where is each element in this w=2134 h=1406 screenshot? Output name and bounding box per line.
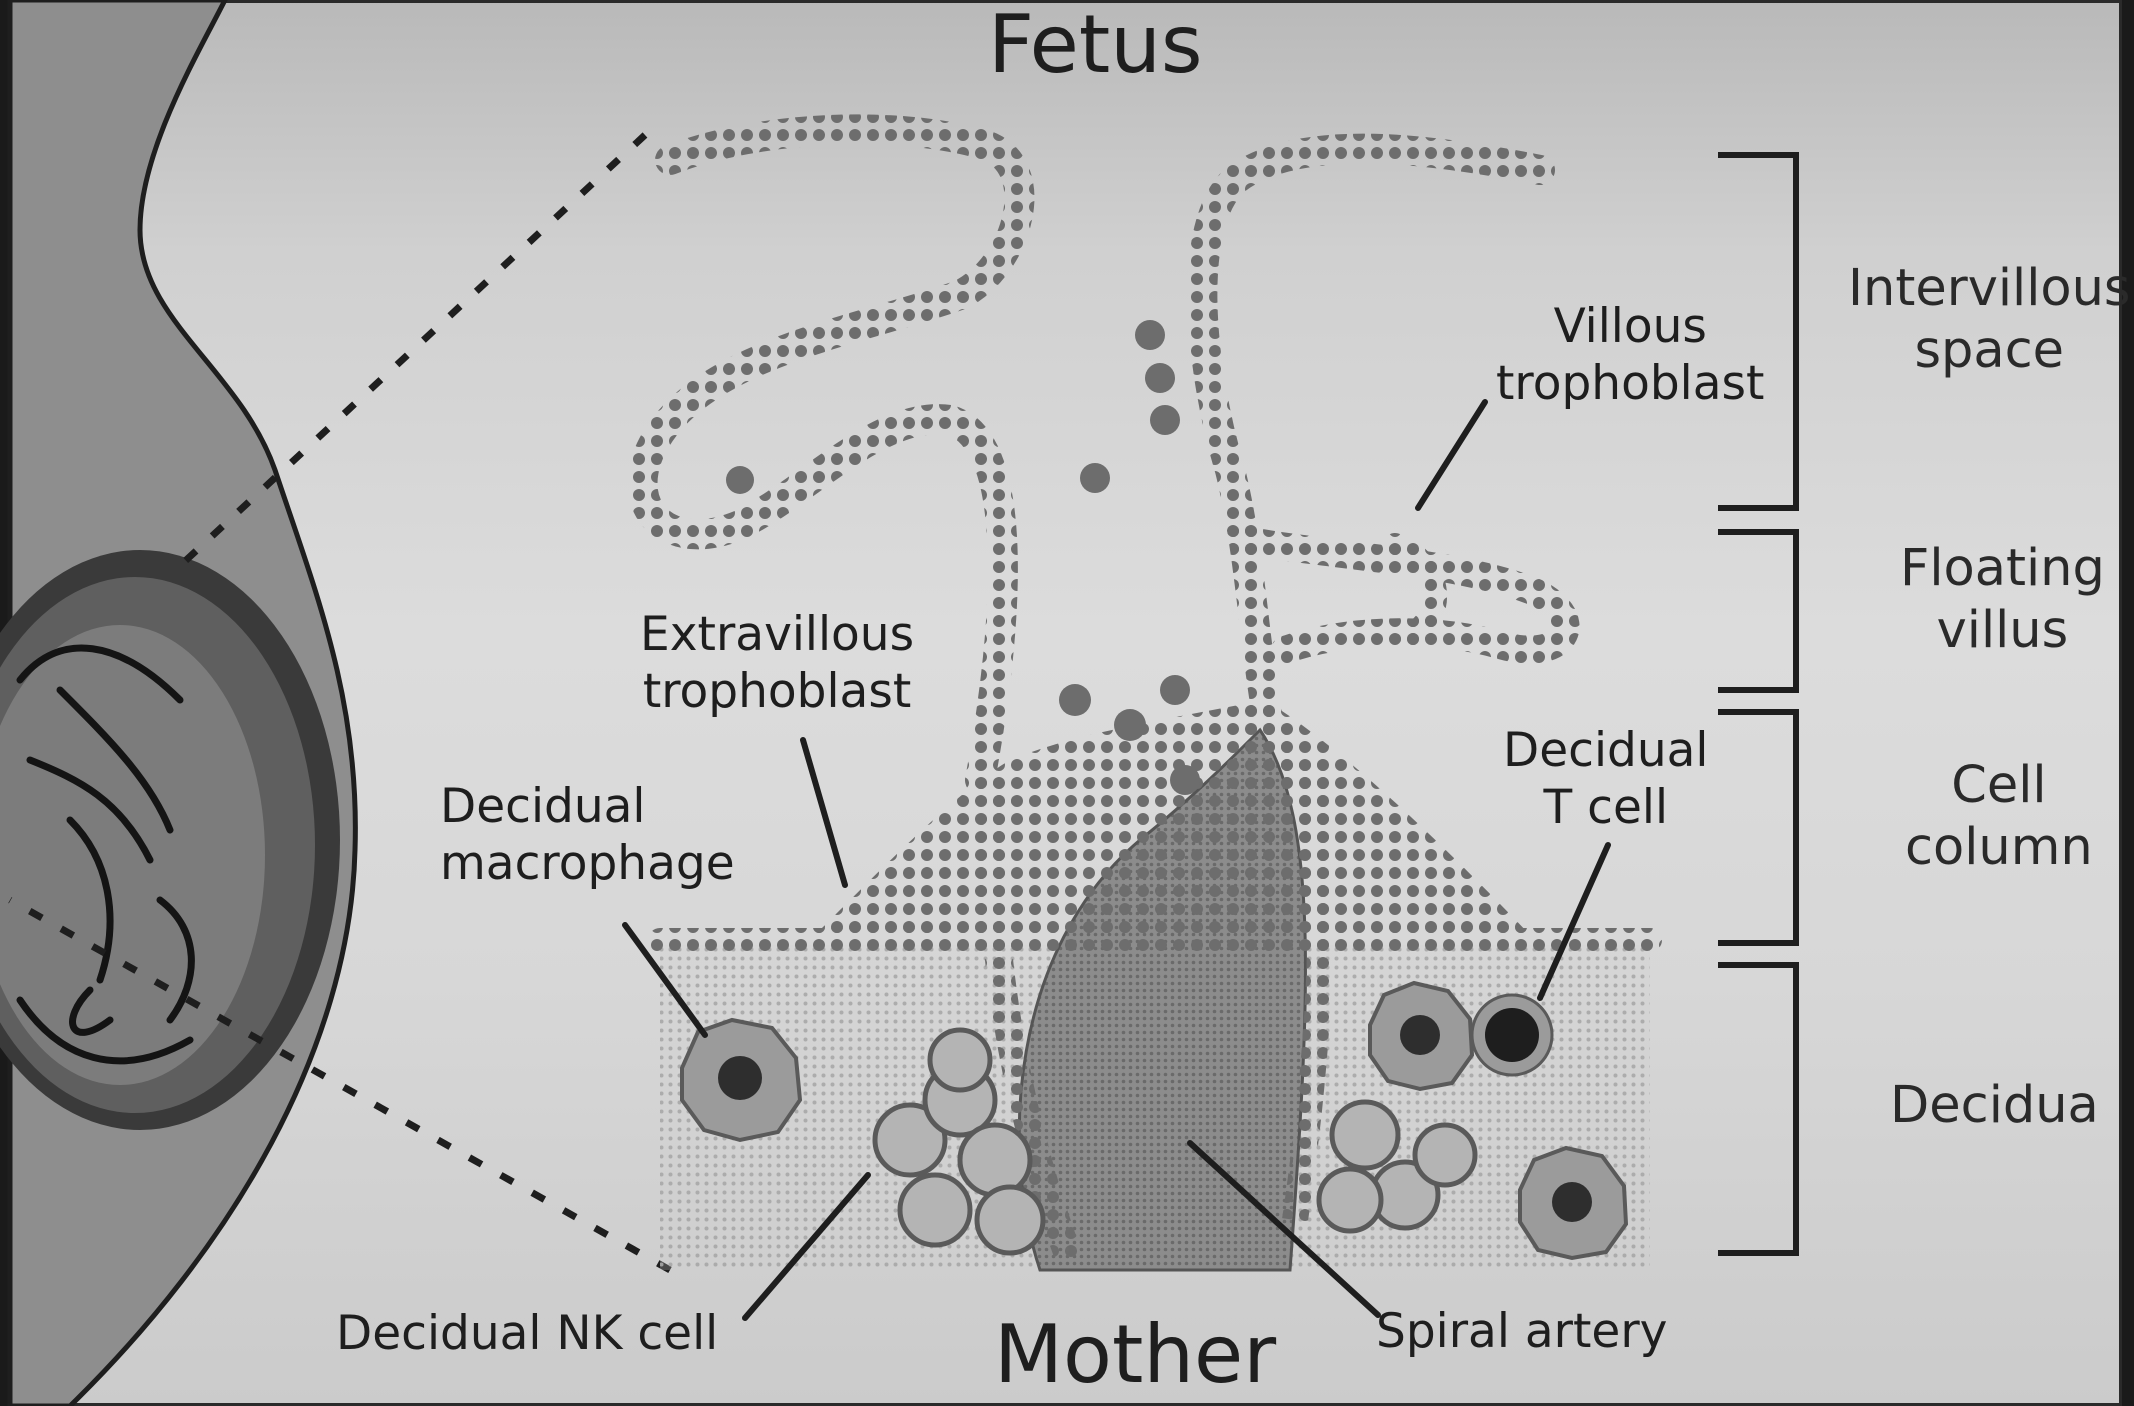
decidua-label: Decidua (1890, 1075, 2099, 1137)
floating-villus-label: Floating villus (1900, 538, 2105, 662)
floating-villus-label-line2: villus (1900, 600, 2105, 662)
mother-label: Mother (994, 1306, 1276, 1404)
floating-villus-label-line1: Floating (1900, 538, 2105, 600)
villous-trophoblast-label-line1: Villous (1496, 298, 1764, 355)
decidual-t-cell (1472, 995, 1552, 1075)
decidual-macrophage-label-line2: macrophage (440, 835, 735, 892)
intervillous-space-label: Intervillous space (1848, 258, 2131, 382)
decidual-macrophage-label: Decidual macrophage (440, 778, 735, 893)
decidual-macrophage-label-line1: Decidual (440, 778, 735, 835)
cell-column-label-line1: Cell (1905, 755, 2093, 817)
cell-column-label: Cell column (1905, 755, 2093, 879)
decidual-nk-cell-label: Decidual NK cell (336, 1305, 718, 1362)
villous-trophoblast-label-line2: trophoblast (1496, 355, 1764, 412)
scattered-trophoblast-cells (726, 320, 1200, 795)
spiral-artery-label: Spiral artery (1376, 1303, 1667, 1360)
extravillous-trophoblast-label: Extravillous trophoblast (640, 606, 914, 721)
decidual-t-cell-label-line1: Decidual (1503, 722, 1709, 779)
uterus-illustration (0, 0, 355, 1406)
extravillous-trophoblast-label-line1: Extravillous (640, 606, 914, 663)
decidual-t-cell-label: Decidual T cell (1503, 722, 1709, 837)
villous-trophoblast-label: Villous trophoblast (1496, 298, 1764, 413)
extravillous-trophoblast-label-line2: trophoblast (640, 663, 914, 720)
decidual-t-cell-label-line2: T cell (1503, 779, 1709, 836)
fetus-label: Fetus (988, 0, 1203, 94)
intervillous-space-label-line1: Intervillous (1848, 258, 2131, 320)
cell-column-label-line2: column (1905, 817, 2093, 879)
intervillous-space-label-line2: space (1848, 320, 2131, 382)
